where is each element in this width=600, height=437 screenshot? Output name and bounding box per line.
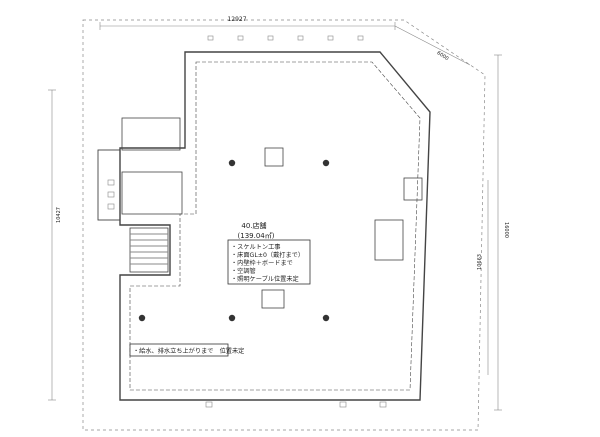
site-boundary xyxy=(82,19,486,431)
ancillary-area xyxy=(97,117,183,273)
room-name: 40.店舗 xyxy=(241,221,266,230)
spec-note-item: ・内壁枠＋ボードまで xyxy=(231,259,293,267)
column-icon xyxy=(228,314,236,322)
inner-wall xyxy=(129,61,421,391)
column-icon xyxy=(322,314,330,322)
room-area: (139.04㎡) xyxy=(238,232,275,240)
top-fixture xyxy=(264,147,284,167)
spec-note-item: ・照明ケーブル位置未定 xyxy=(231,275,299,283)
dim-right-lower-label: 10663 xyxy=(477,254,483,270)
water-note-box xyxy=(129,343,229,357)
right-fixture xyxy=(403,177,423,201)
spec-note-item: ・床面GL±0（戴打まで） xyxy=(231,251,304,259)
dim-top-label: 12927 xyxy=(227,16,246,23)
dim-left-label: 10427 xyxy=(56,207,62,223)
ancillary-room xyxy=(97,149,121,221)
dim-top-right-label: 6000 xyxy=(436,50,450,62)
spec-notes-box xyxy=(227,239,311,285)
main-wall xyxy=(119,51,431,401)
center-fixture xyxy=(261,289,285,309)
column-icon xyxy=(322,159,330,167)
right-fixture xyxy=(374,219,404,261)
columns xyxy=(138,159,330,322)
symbol-clusters xyxy=(107,35,387,408)
column-icon xyxy=(228,159,236,167)
water-note: ・給水、排水立ち上がりまで 位置未定 xyxy=(133,347,244,355)
stair xyxy=(129,227,169,273)
dim-right-upper-label: 16000 xyxy=(503,222,509,238)
dimension-lines xyxy=(48,22,502,411)
ancillary-room xyxy=(121,171,183,215)
column-icon xyxy=(138,314,146,322)
spec-note-item: ・スケルトン工事 xyxy=(231,243,281,251)
spec-note-item: ・空調管 xyxy=(231,267,256,275)
ancillary-room xyxy=(121,117,181,151)
